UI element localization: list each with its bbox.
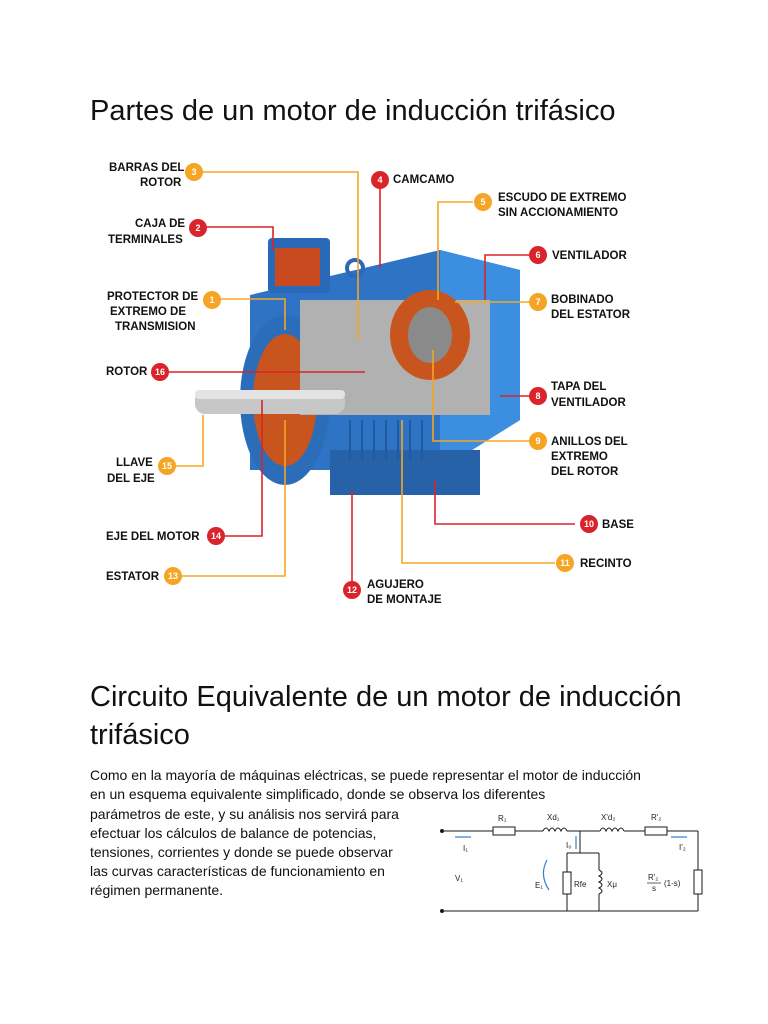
label-i2: I'₂ xyxy=(679,843,686,852)
part-label-5: 5 ESCUDO DE EXTREMO SIN ACCIONAMIENTO xyxy=(474,192,626,219)
part-label-12: 12 AGUJERO DE MONTAJE xyxy=(343,579,442,606)
part-label-3: BARRAS DEL ROTOR 3 xyxy=(109,162,203,189)
svg-text:EJE DEL MOTOR: EJE DEL MOTOR xyxy=(106,531,200,543)
label-r1: R₁ xyxy=(498,814,507,823)
svg-text:ROTOR: ROTOR xyxy=(140,177,182,189)
section-title-partes: Partes de un motor de inducción trifásic… xyxy=(90,95,616,127)
svg-text:5: 5 xyxy=(480,197,485,207)
label-e1: E₁ xyxy=(535,881,543,890)
svg-text:4: 4 xyxy=(377,175,382,185)
svg-text:11: 11 xyxy=(560,558,570,568)
part-label-1: PROTECTOR DE EXTREMO DE TRANSMISION 1 xyxy=(107,291,221,333)
part-label-6: 6 VENTILADOR xyxy=(529,246,627,264)
svg-text:BASE: BASE xyxy=(602,519,634,531)
svg-text:BOBINADO: BOBINADO xyxy=(551,294,614,306)
label-i0: I₀ xyxy=(566,841,572,850)
part-label-7: 7 BOBINADO DEL ESTATOR xyxy=(529,293,631,321)
label-rfe: Rfe xyxy=(574,880,587,889)
svg-text:ANILLOS DEL: ANILLOS DEL xyxy=(551,436,628,448)
svg-text:3: 3 xyxy=(191,167,196,177)
motor-parts-diagram: BARRAS DEL ROTOR 3 4 CAMCAMO 5 ESCUDO DE… xyxy=(106,162,634,606)
svg-text:DEL ESTATOR: DEL ESTATOR xyxy=(551,309,631,321)
label-i1: I₁ xyxy=(463,844,468,853)
svg-text:2: 2 xyxy=(195,223,200,233)
svg-text:EXTREMO: EXTREMO xyxy=(551,451,608,463)
svg-text:ESTATOR: ESTATOR xyxy=(106,571,160,583)
equivalent-circuit-diagram: R₁ Xd₁ X'd₂ R'₂ I₁ I₀ I'₂ V₁ E₁ Rfe Xμ R… xyxy=(440,813,703,913)
part-label-16: ROTOR 16 xyxy=(106,363,169,381)
part-label-2: CAJA DE TERMINALES 2 xyxy=(108,218,207,246)
svg-text:13: 13 xyxy=(168,571,178,581)
svg-text:1: 1 xyxy=(209,295,214,305)
label-v1: V₁ xyxy=(455,874,463,883)
svg-text:RECINTO: RECINTO xyxy=(580,558,632,570)
svg-text:TAPA DEL: TAPA DEL xyxy=(551,381,606,393)
svg-text:EXTREMO DE: EXTREMO DE xyxy=(110,306,186,318)
svg-text:PROTECTOR DE: PROTECTOR DE xyxy=(107,291,198,303)
label-load-top: R'₂ xyxy=(648,873,658,882)
svg-text:10: 10 xyxy=(584,519,594,529)
svg-text:7: 7 xyxy=(535,297,540,307)
label-load-bottom: s xyxy=(652,884,656,893)
label-xd1: Xd₁ xyxy=(547,813,560,822)
svg-text:9: 9 xyxy=(535,436,540,446)
part-label-8: 8 TAPA DEL VENTILADOR xyxy=(529,381,626,409)
svg-text:TRANSMISION: TRANSMISION xyxy=(115,321,196,333)
svg-text:SIN ACCIONAMIENTO: SIN ACCIONAMIENTO xyxy=(498,207,618,219)
svg-text:ESCUDO DE EXTREMO: ESCUDO DE EXTREMO xyxy=(498,192,626,204)
svg-text:15: 15 xyxy=(162,461,172,471)
svg-text:DEL ROTOR: DEL ROTOR xyxy=(551,466,619,478)
svg-text:AGUJERO: AGUJERO xyxy=(367,579,424,591)
svg-text:TERMINALES: TERMINALES xyxy=(108,234,183,246)
svg-text:14: 14 xyxy=(211,531,221,541)
svg-text:CAMCAMO: CAMCAMO xyxy=(393,174,454,186)
svg-text:BARRAS DEL: BARRAS DEL xyxy=(109,162,184,174)
part-label-14: EJE DEL MOTOR 14 xyxy=(106,527,225,545)
svg-text:DE MONTAJE: DE MONTAJE xyxy=(367,594,442,606)
part-label-11: 11 RECINTO xyxy=(556,554,632,572)
paragraph-intro: Como en la mayoría de máquinas eléctrica… xyxy=(90,767,641,802)
svg-text:VENTILADOR: VENTILADOR xyxy=(551,397,626,409)
label-load-factor: (1-s) xyxy=(664,879,681,888)
svg-text:LLAVE: LLAVE xyxy=(116,457,153,469)
part-label-15: LLAVE DEL EJE 15 xyxy=(107,457,176,485)
motor-illustration xyxy=(195,238,520,495)
section-title-circuito: Circuito Equivalente de un motor de indu… xyxy=(90,681,682,751)
svg-text:8: 8 xyxy=(535,391,540,401)
svg-text:16: 16 xyxy=(155,367,165,377)
label-xu: Xμ xyxy=(607,880,617,889)
svg-text:6: 6 xyxy=(535,250,540,260)
svg-text:CAJA DE: CAJA DE xyxy=(135,218,185,230)
svg-text:ROTOR: ROTOR xyxy=(106,366,148,378)
svg-text:VENTILADOR: VENTILADOR xyxy=(552,250,627,262)
svg-text:DEL EJE: DEL EJE xyxy=(107,473,155,485)
label-r2: R'₂ xyxy=(651,813,661,822)
svg-text:12: 12 xyxy=(347,585,357,595)
part-label-10: 10 BASE xyxy=(580,515,634,533)
label-xd2: X'd₂ xyxy=(601,813,615,822)
paragraph-detail: parámetros de este, y su análisis nos se… xyxy=(90,806,399,898)
part-label-13: ESTATOR 13 xyxy=(106,567,182,585)
part-label-4: 4 CAMCAMO xyxy=(371,171,454,189)
part-label-9: 9 ANILLOS DEL EXTREMO DEL ROTOR xyxy=(529,432,628,478)
